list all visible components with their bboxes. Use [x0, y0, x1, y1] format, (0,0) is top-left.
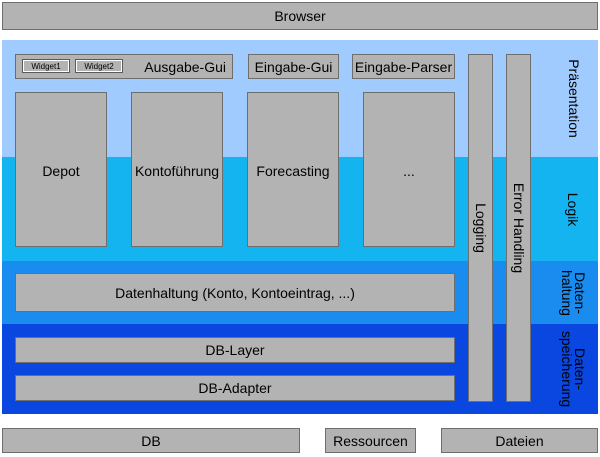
side-label-datenspeicherung: Daten- speicherung [548, 324, 598, 414]
logging-bar: Logging [468, 54, 493, 402]
db-box: DB [2, 428, 300, 453]
dateien-label: Dateien [495, 432, 544, 449]
logging-label: Logging [472, 203, 489, 253]
browser-label: Browser [274, 8, 326, 24]
module-more: ... [363, 92, 455, 247]
datenhaltung-box: Datenhaltung (Konto, Kontoeintrag, ...) [15, 273, 455, 312]
ressourcen-box: Ressourcen [325, 428, 416, 453]
module-forecasting: Forecasting [247, 92, 339, 247]
side-label-praesentation: Präsentation [548, 40, 598, 157]
error-handling-label: Error Handling [510, 182, 527, 274]
widget1-box: Widget1 [22, 59, 70, 73]
module-label: Depot [42, 163, 80, 179]
side-label-logik: Logik [548, 157, 598, 261]
module-label: ... [403, 163, 415, 179]
eingabe-gui-label: Eingabe-Gui [254, 58, 333, 75]
db-layer-box: DB-Layer [15, 337, 455, 363]
eingabe-gui-box: Eingabe-Gui [248, 54, 339, 79]
side-label-text: Logik [565, 192, 582, 226]
side-label-datenhaltung: Daten- haltung [548, 261, 598, 324]
eingabe-parser-label: Eingabe-Parser [354, 58, 453, 75]
widget2-box: Widget2 [75, 59, 123, 73]
dateien-box: Dateien [441, 428, 598, 453]
module-kontofuehrung: Kontoführung [131, 92, 223, 247]
widget1-label: Widget1 [31, 61, 61, 71]
ausgabe-gui-label: Ausgabe-Gui [144, 58, 226, 75]
eingabe-parser-box: Eingabe-Parser [352, 54, 455, 79]
db-layer-label: DB-Layer [205, 342, 265, 358]
db-adapter-box: DB-Adapter [15, 375, 455, 401]
widget2-label: Widget2 [84, 61, 114, 71]
datenhaltung-label: Datenhaltung (Konto, Kontoeintrag, ...) [115, 284, 355, 301]
ressourcen-label: Ressourcen [333, 432, 408, 449]
side-label-text: Präsentation [565, 59, 582, 138]
module-label: Forecasting [256, 163, 330, 179]
error-handling-bar: Error Handling [506, 54, 531, 402]
browser-box: Browser [2, 2, 598, 30]
side-label-text: Daten- haltung [559, 269, 588, 316]
side-label-text: Daten- speicherung [559, 330, 588, 408]
module-depot: Depot [15, 92, 107, 247]
db-label: DB [141, 432, 161, 449]
db-adapter-label: DB-Adapter [198, 380, 272, 396]
module-label: Kontoführung [134, 163, 220, 179]
